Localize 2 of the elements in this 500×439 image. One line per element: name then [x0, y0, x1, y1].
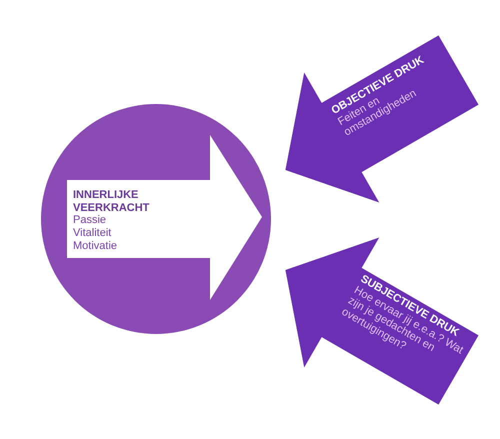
body-text: Passie Vitaliteit Motivatie: [73, 214, 118, 252]
heading-text: INNERLIJKE VEERKRACHT: [73, 189, 150, 214]
